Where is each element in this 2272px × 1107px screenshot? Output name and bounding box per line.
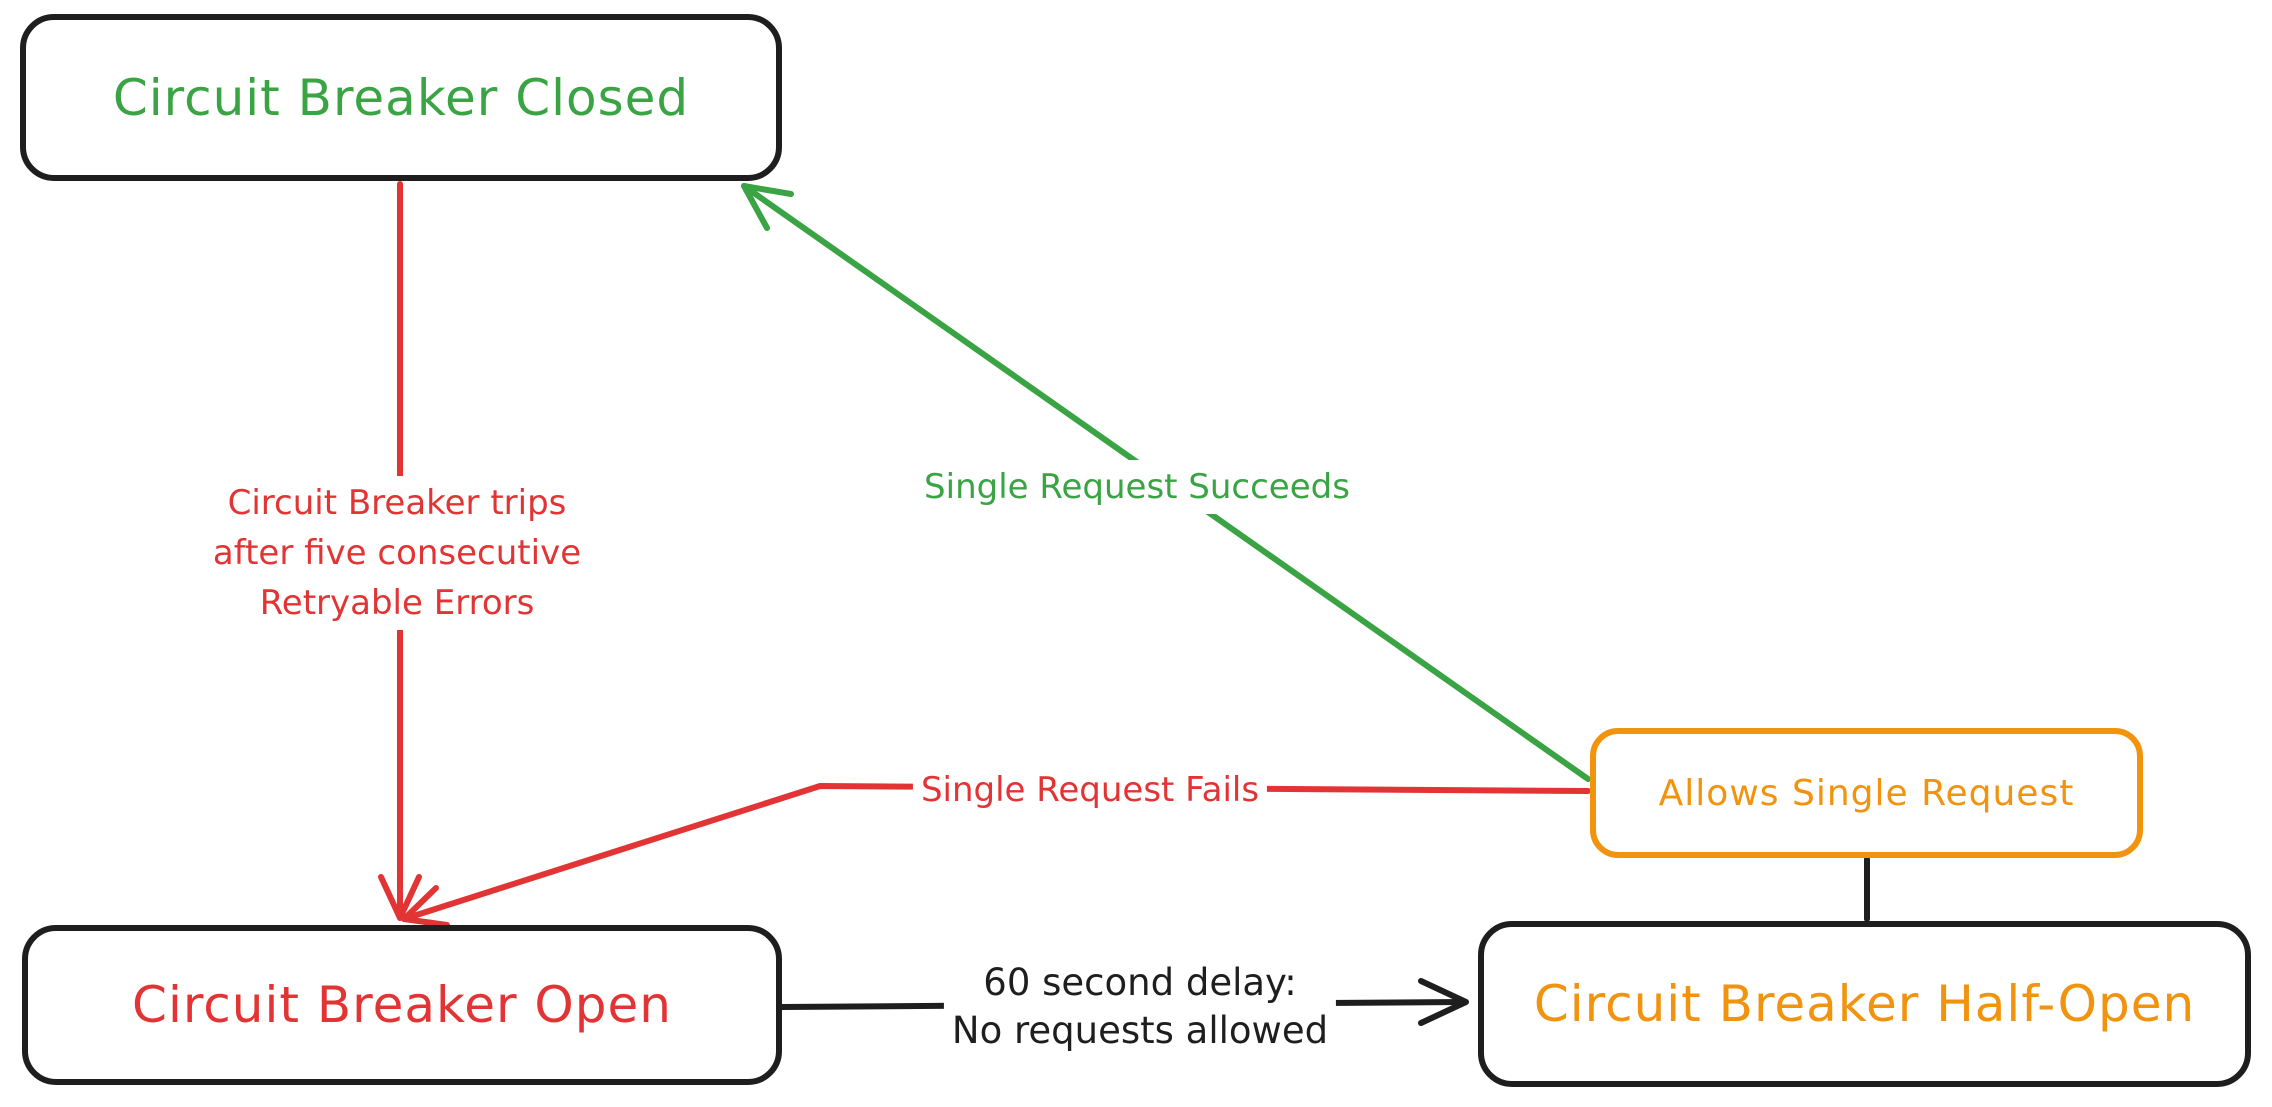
edge-label-trips: Circuit Breaker trips after five consecu… [204, 476, 590, 630]
node-circuit-breaker-open: Circuit Breaker Open [22, 925, 782, 1085]
arrow-fails [401, 783, 1591, 928]
node-circuit-breaker-half-open: Circuit Breaker Half-Open [1478, 921, 2251, 1087]
edge-label-delay: 60 second delay: No requests allowed [943, 957, 1337, 1057]
edge-label-delay-line2: No requests allowed [951, 1009, 1329, 1052]
node-circuit-breaker-open-label: Circuit Breaker Open [132, 976, 672, 1034]
edge-label-trips-line2: after five consecutive [212, 533, 582, 573]
edge-label-single-request-fails: Single Request Fails [912, 763, 1268, 817]
node-allows-single-request-label: Allows Single Request [1658, 772, 2075, 814]
node-circuit-breaker-closed: Circuit Breaker Closed [20, 14, 782, 181]
edge-label-delay-line1: 60 second delay: [983, 961, 1297, 1004]
edge-label-single-request-succeeds: Single Request Succeeds [916, 460, 1358, 514]
node-circuit-breaker-closed-label: Circuit Breaker Closed [112, 68, 690, 127]
edge-label-trips-line1: Circuit Breaker trips [227, 483, 567, 523]
node-circuit-breaker-half-open-label: Circuit Breaker Half-Open [1533, 975, 2196, 1033]
node-allows-single-request: Allows Single Request [1590, 728, 2143, 858]
edge-label-trips-line3: Retryable Errors [259, 583, 535, 623]
